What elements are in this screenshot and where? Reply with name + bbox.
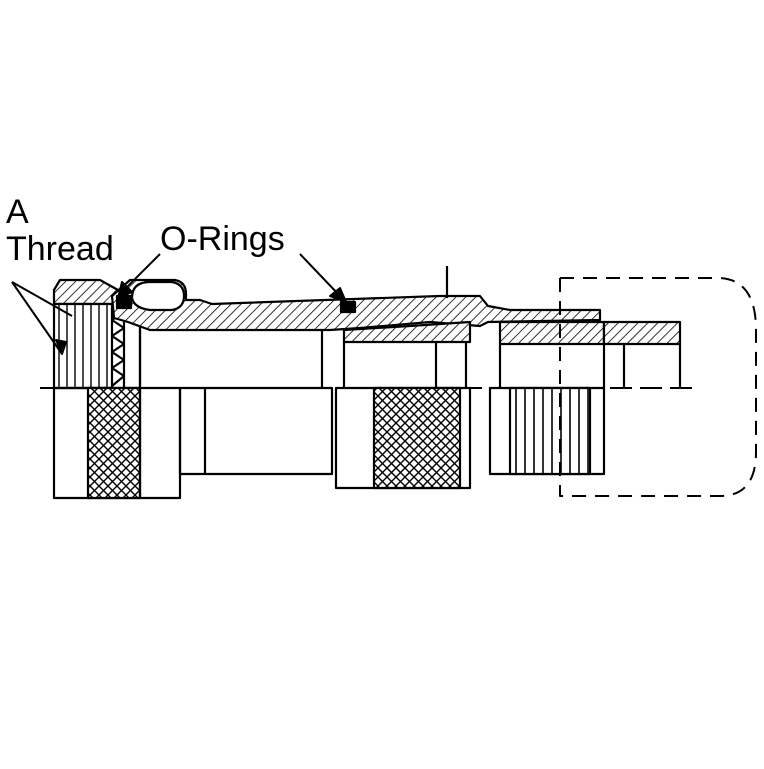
adapter-ribs [508,386,592,476]
coupling-nut [52,278,182,500]
receptacle-upper-section [342,320,472,344]
receptacle-sleeve [334,266,472,490]
thread-label-a: A [6,193,29,231]
thread-leaders [11,281,73,355]
o-rings-label: O-Rings [160,220,285,258]
coupling-nut-knurl [86,386,142,500]
plug-barrel [178,386,334,476]
coupling-nut-section [52,278,120,306]
o-ring-leaders [117,253,347,303]
thread-label: Thread [6,230,114,268]
receptacle-knurl [372,386,462,490]
phantom-cable-outline [559,277,757,497]
cable-fitting [602,320,682,388]
adapter-nut [488,320,606,476]
o-ring-right [339,300,357,314]
adapter-upper-section [498,320,606,346]
cable-fitting-section [602,320,682,346]
